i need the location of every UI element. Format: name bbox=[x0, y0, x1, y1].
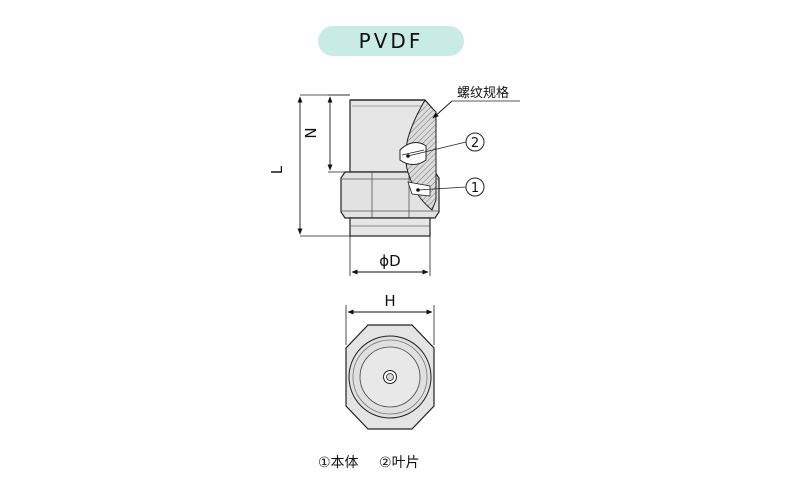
title-text: PVDF bbox=[358, 29, 424, 53]
callout-circle-2 bbox=[465, 132, 485, 152]
callout-1-label: 1 bbox=[471, 181, 479, 196]
legend-item-vane: ②叶片 bbox=[379, 455, 420, 471]
bottom-collar bbox=[349, 217, 431, 237]
legend-item-body: ①本体 bbox=[318, 455, 359, 471]
dim-N-label: N bbox=[302, 127, 320, 138]
dim-L-label: L bbox=[268, 165, 286, 174]
callout-circle-1 bbox=[465, 177, 485, 197]
side-view: L N ϕD 螺纹规格 2 1 bbox=[268, 85, 520, 276]
parts-legend: ①本体 ②叶片 bbox=[318, 452, 420, 472]
title-badge: PVDF bbox=[318, 26, 464, 56]
vane-part-2 bbox=[399, 142, 427, 165]
top-view: H bbox=[345, 292, 435, 430]
callout-2-label: 2 bbox=[471, 136, 479, 151]
thread-spec-label: 螺纹规格 bbox=[457, 85, 509, 101]
dim-H-label: H bbox=[384, 292, 395, 310]
dim-D-label: ϕD bbox=[379, 252, 400, 270]
